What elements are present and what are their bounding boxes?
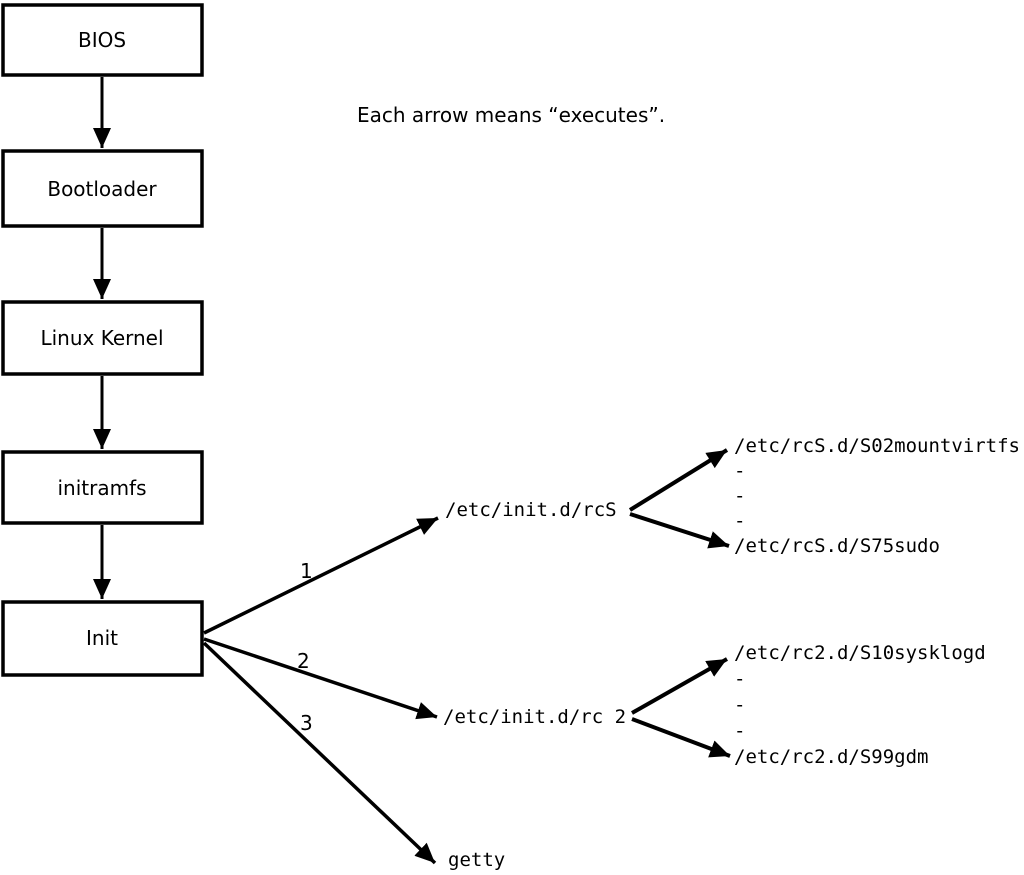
rc2-script-ellipsis: - xyxy=(734,668,745,690)
node-label-initramfs: initramfs xyxy=(57,476,146,500)
node-label-linux-kernel: Linux Kernel xyxy=(40,326,163,350)
rcs-script-ellipsis: - xyxy=(734,510,745,532)
branch-1-target-rcs: /etc/init.d/rcS xyxy=(445,499,617,521)
init-branches: 1 /etc/init.d/rcS 2 /etc/init.d/rc 2 3 g… xyxy=(202,499,626,871)
branch-1-order-label: 1 xyxy=(300,559,313,583)
branch-2-order-label: 2 xyxy=(297,649,310,673)
node-label-init: Init xyxy=(86,626,118,650)
arrow-rcs-to-last-script xyxy=(629,512,730,549)
arrow-rcs-to-first-script xyxy=(628,448,729,512)
node-label-bios: BIOS xyxy=(78,28,126,52)
rc2-script-item: /etc/rc2.d/S99gdm xyxy=(734,746,928,768)
rc2-script-fan: /etc/rc2.d/S10sysklogd - - - /etc/rc2.d/… xyxy=(631,642,986,768)
node-box xyxy=(1,3,204,77)
rc2-script-ellipsis: - xyxy=(734,720,745,742)
rcs-script-ellipsis: - xyxy=(734,460,745,482)
node-linux-kernel: Linux Kernel xyxy=(1,300,204,376)
node-init: Init xyxy=(1,600,204,677)
rcs-script-item: /etc/rcS.d/S75sudo xyxy=(734,535,940,557)
rc2-script-ellipsis: - xyxy=(734,694,745,716)
branch-3-arrow xyxy=(202,641,437,865)
rc2-script-item: /etc/rc2.d/S10sysklogd xyxy=(734,642,986,664)
node-box xyxy=(1,300,204,376)
branch-3-order-label: 3 xyxy=(300,711,313,735)
branch-2-arrow xyxy=(203,637,438,720)
node-box xyxy=(1,600,204,677)
branch-2-target-rc2: /etc/init.d/rc 2 xyxy=(443,706,626,728)
node-bootloader: Bootloader xyxy=(1,149,204,228)
node-box xyxy=(1,149,204,228)
rcs-script-ellipsis: - xyxy=(734,485,745,507)
rcs-script-fan: /etc/rcS.d/S02mountvirtfs - - - /etc/rcS… xyxy=(628,435,1020,557)
branch-1-arrow xyxy=(203,516,439,635)
arrow-rc2-to-last-script xyxy=(631,717,731,758)
node-label-bootloader: Bootloader xyxy=(47,177,157,201)
arrow-rc2-to-first-script xyxy=(631,657,728,715)
boot-chain: BIOS Bootloader Linux Kernel initramfs I… xyxy=(1,3,204,677)
node-bios: BIOS xyxy=(1,3,204,77)
node-box xyxy=(1,450,204,525)
rcs-script-item: /etc/rcS.d/S02mountvirtfs xyxy=(734,435,1020,457)
arrow-legend-note: Each arrow means “executes”. xyxy=(357,103,665,127)
node-initramfs: initramfs xyxy=(1,450,204,525)
branch-3-target-getty: getty xyxy=(448,849,505,871)
